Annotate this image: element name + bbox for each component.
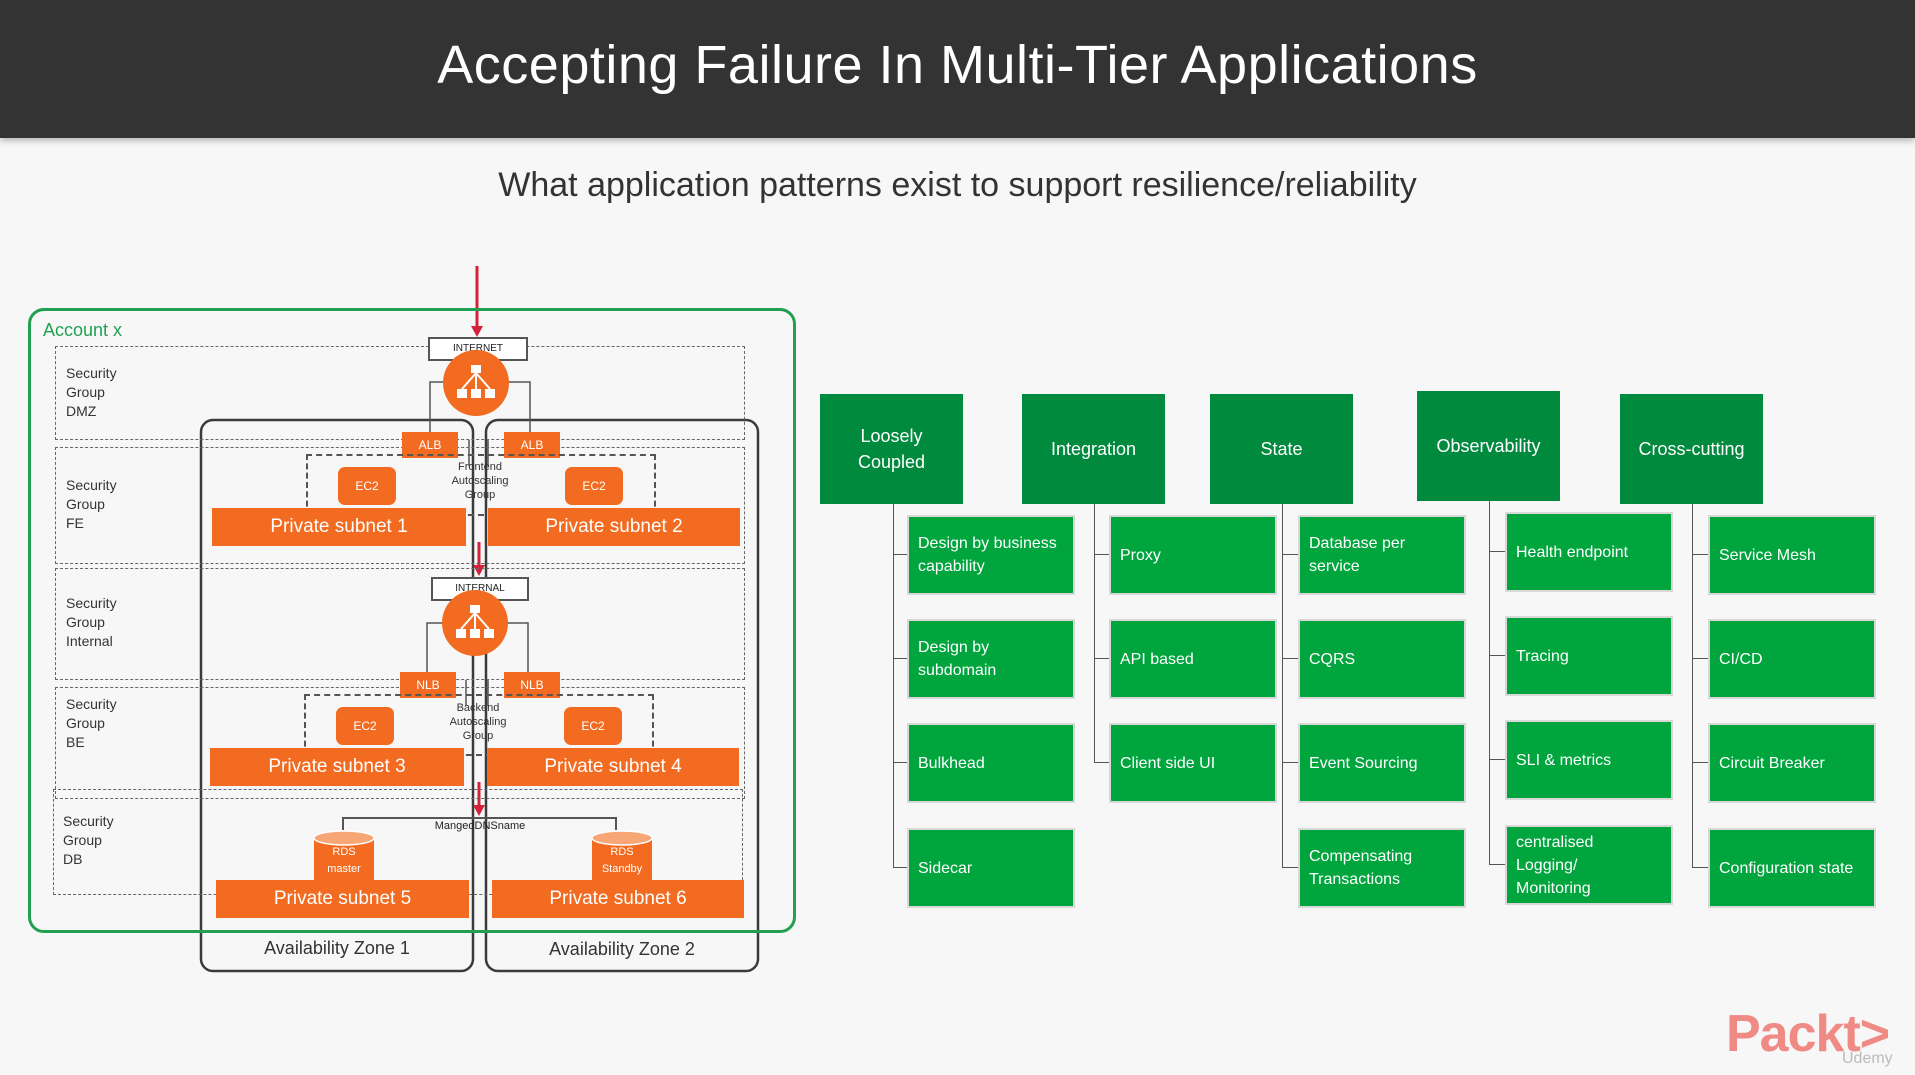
load-balancer-icon bbox=[456, 605, 494, 638]
pattern-tracing: Tracing bbox=[1505, 616, 1673, 696]
pattern-api-based: API based bbox=[1109, 619, 1277, 699]
security-group-db-label: Security Group DB bbox=[63, 813, 114, 867]
category-observability: Observability bbox=[1417, 391, 1560, 501]
tree-line bbox=[1094, 658, 1109, 659]
tree-line bbox=[1489, 759, 1505, 760]
account-label: Account x bbox=[43, 320, 123, 340]
tree-line bbox=[893, 867, 907, 868]
packt-logo: Packt> bbox=[1726, 1005, 1890, 1063]
rds-master-label: RDS master bbox=[327, 846, 361, 875]
pattern-event-sourcing: Event Sourcing bbox=[1298, 723, 1466, 803]
pattern-circuit-breaker: Circuit Breaker bbox=[1708, 723, 1876, 803]
security-group-fe-label: Security Group FE bbox=[66, 477, 117, 531]
ec2-backend-az1: EC2 bbox=[336, 707, 394, 745]
tree-line bbox=[1282, 554, 1298, 555]
security-group-internal-label: Security Group Internal bbox=[66, 595, 117, 649]
tree-line bbox=[1692, 867, 1708, 868]
tree-line bbox=[1692, 762, 1708, 763]
tree-line bbox=[1692, 658, 1708, 659]
backend-asg-box bbox=[304, 694, 654, 756]
account-box bbox=[28, 308, 796, 933]
rds-master: RDS master bbox=[312, 830, 376, 890]
private-subnet-2: Private subnet 2 bbox=[488, 508, 740, 546]
ec2-frontend-az2: EC2 bbox=[565, 467, 623, 505]
category-state: State bbox=[1210, 394, 1353, 504]
tree-line bbox=[1282, 504, 1283, 868]
pattern-cqrs: CQRS bbox=[1298, 619, 1466, 699]
availability-zone-2-label: Availability Zone 2 bbox=[549, 939, 695, 959]
private-subnet-1: Private subnet 1 bbox=[212, 508, 466, 546]
pattern-proxy: Proxy bbox=[1109, 515, 1277, 595]
slide-title: Accepting Failure In Multi-Tier Applicat… bbox=[437, 35, 1478, 95]
pattern-sidecar: Sidecar bbox=[907, 828, 1075, 908]
tree-line bbox=[1094, 554, 1109, 555]
pattern-database-per-service: Database per service bbox=[1298, 515, 1466, 595]
frontend-asg-label: Frontend Autoscaling Group bbox=[451, 461, 509, 501]
load-balancer-icon bbox=[457, 365, 495, 398]
database-icon bbox=[591, 830, 653, 888]
security-group-internal-box bbox=[55, 568, 745, 680]
security-group-dmz-label: Security Group DMZ bbox=[66, 365, 117, 419]
alb-tag-az2: ALB bbox=[504, 432, 560, 458]
tree-line bbox=[1489, 864, 1505, 865]
pattern-ci-cd: CI/CD bbox=[1708, 619, 1876, 699]
tree-line bbox=[1489, 655, 1505, 656]
security-group-fe-box bbox=[55, 447, 745, 564]
security-group-dmz-box bbox=[55, 346, 745, 440]
pattern-sli-metrics: SLI & metrics bbox=[1505, 720, 1673, 800]
tree-line bbox=[1489, 551, 1505, 552]
pattern-centralised-logging-monitoring: centralised Logging/ Monitoring bbox=[1505, 825, 1673, 905]
diagram-connectors bbox=[199, 266, 760, 973]
tree-line bbox=[1282, 867, 1298, 868]
private-subnet-4: Private subnet 4 bbox=[487, 748, 739, 786]
tree-line bbox=[1094, 762, 1109, 763]
dns-label: MangedDNSname bbox=[434, 820, 526, 832]
pattern-service-mesh: Service Mesh bbox=[1708, 515, 1876, 595]
pattern-design-by-subdomain: Design by subdomain bbox=[907, 619, 1075, 699]
slide-subtitle: What application patterns exist to suppo… bbox=[498, 166, 1417, 204]
pattern-compensating-transactions: Compensating Transactions bbox=[1298, 828, 1466, 908]
security-group-be-label: Security Group BE bbox=[66, 696, 117, 750]
category-loosely-coupled: Loosely Coupled bbox=[820, 394, 963, 504]
tree-line bbox=[893, 658, 907, 659]
category-integration: Integration bbox=[1022, 394, 1165, 504]
tree-line bbox=[1489, 501, 1490, 865]
availability-zone-1-label: Availability Zone 1 bbox=[264, 938, 410, 958]
title-bar: Accepting Failure In Multi-Tier Applicat… bbox=[0, 0, 1915, 138]
pattern-client-side-ui: Client side UI bbox=[1109, 723, 1277, 803]
backend-asg-label: Backend Autoscaling Group bbox=[449, 702, 507, 742]
tree-line bbox=[1282, 762, 1298, 763]
private-subnet-6: Private subnet 6 bbox=[492, 880, 744, 918]
category-cross-cutting: Cross-cutting bbox=[1620, 394, 1763, 504]
tree-line bbox=[1094, 504, 1095, 763]
pattern-health-endpoint: Health endpoint bbox=[1505, 512, 1673, 592]
tree-line bbox=[1282, 658, 1298, 659]
tree-line bbox=[1692, 504, 1693, 868]
tree-line bbox=[893, 504, 894, 868]
nlb-tag-az1: NLB bbox=[400, 672, 456, 698]
pattern-bulkhead: Bulkhead bbox=[907, 723, 1075, 803]
rds-standby-label: RDS Standby bbox=[601, 846, 643, 875]
tree-line bbox=[1692, 554, 1708, 555]
ec2-backend-az2: EC2 bbox=[564, 707, 622, 745]
ec2-frontend-az1: EC2 bbox=[338, 467, 396, 505]
private-subnet-3: Private subnet 3 bbox=[210, 748, 464, 786]
tree-line bbox=[893, 554, 907, 555]
internet-load-balancer bbox=[443, 350, 509, 416]
tree-line bbox=[893, 762, 907, 763]
rds-standby: RDS Standby bbox=[590, 830, 654, 890]
frontend-asg-box bbox=[306, 454, 656, 516]
udemy-watermark: Udemy bbox=[1842, 1050, 1893, 1067]
pattern-configuration-state: Configuration state bbox=[1708, 828, 1876, 908]
nlb-tag-az2: NLB bbox=[504, 672, 560, 698]
database-icon bbox=[313, 830, 375, 888]
pattern-design-by-business-capability: Design by business capability bbox=[907, 515, 1075, 595]
internal-load-balancer bbox=[442, 590, 508, 656]
alb-tag-az1: ALB bbox=[402, 432, 458, 458]
private-subnet-5: Private subnet 5 bbox=[216, 880, 469, 918]
